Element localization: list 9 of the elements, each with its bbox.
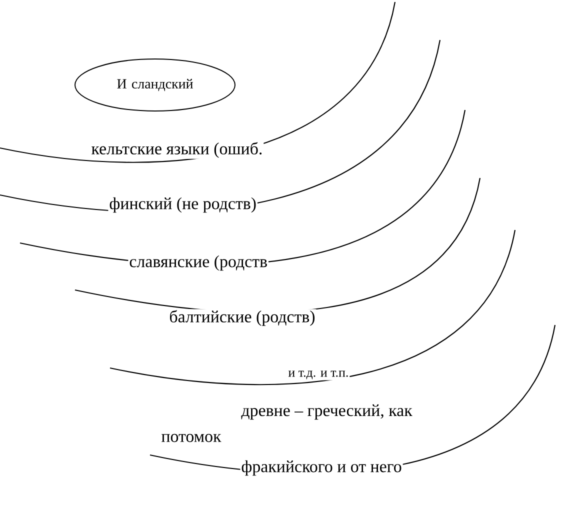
band-label: славянские (родств [128, 254, 268, 272]
band-label: финский (не родств) [108, 196, 258, 214]
band-label: древне – греческий, как [240, 403, 414, 421]
band-label: кельтские языки (ошиб. [90, 141, 264, 159]
band-label: балтийские (родств) [168, 309, 316, 327]
ellipse-node: И сландский [74, 58, 236, 112]
band-label: фракийского и от него [240, 459, 403, 477]
band-label: потомок [160, 432, 222, 444]
band-label: и т.д. и т.п. [287, 370, 350, 380]
